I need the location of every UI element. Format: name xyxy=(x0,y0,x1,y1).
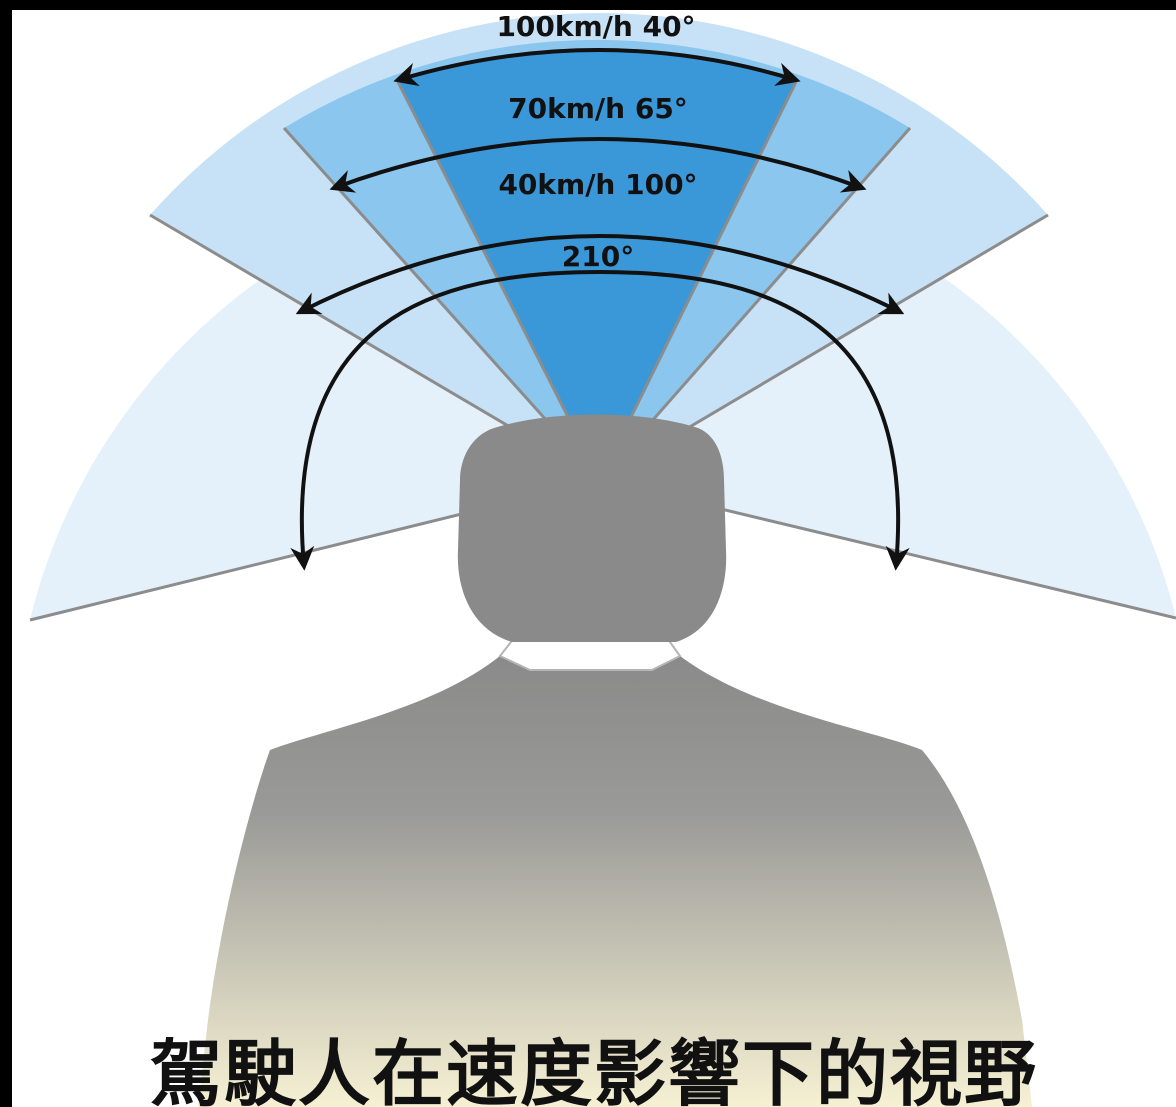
angle-arrows xyxy=(290,48,910,571)
field-of-view-diagram: 100km/h 40° 70km/h 65° 40km/h 100° 210° xyxy=(29,10,1176,1107)
diagram-caption: 駕駛人在速度影響下的視野 xyxy=(149,1032,1038,1107)
label-70kmh: 70km/h 65° xyxy=(508,92,688,125)
driver-head xyxy=(457,414,727,642)
arrow-40-degree xyxy=(393,48,801,87)
arrow-210-degree xyxy=(290,269,910,571)
driver-body xyxy=(198,656,1032,1107)
label-40kmh: 40km/h 100° xyxy=(498,168,697,201)
label-100kmh: 100km/h 40° xyxy=(496,10,695,43)
zone-40-sector xyxy=(398,48,796,481)
label-210-degree: 210° xyxy=(562,240,634,273)
diagram-canvas: 100km/h 40° 70km/h 65° 40km/h 100° 210° … xyxy=(12,10,1176,1107)
arrow-65-degree xyxy=(329,137,867,193)
arrow-100-degree xyxy=(295,234,905,315)
